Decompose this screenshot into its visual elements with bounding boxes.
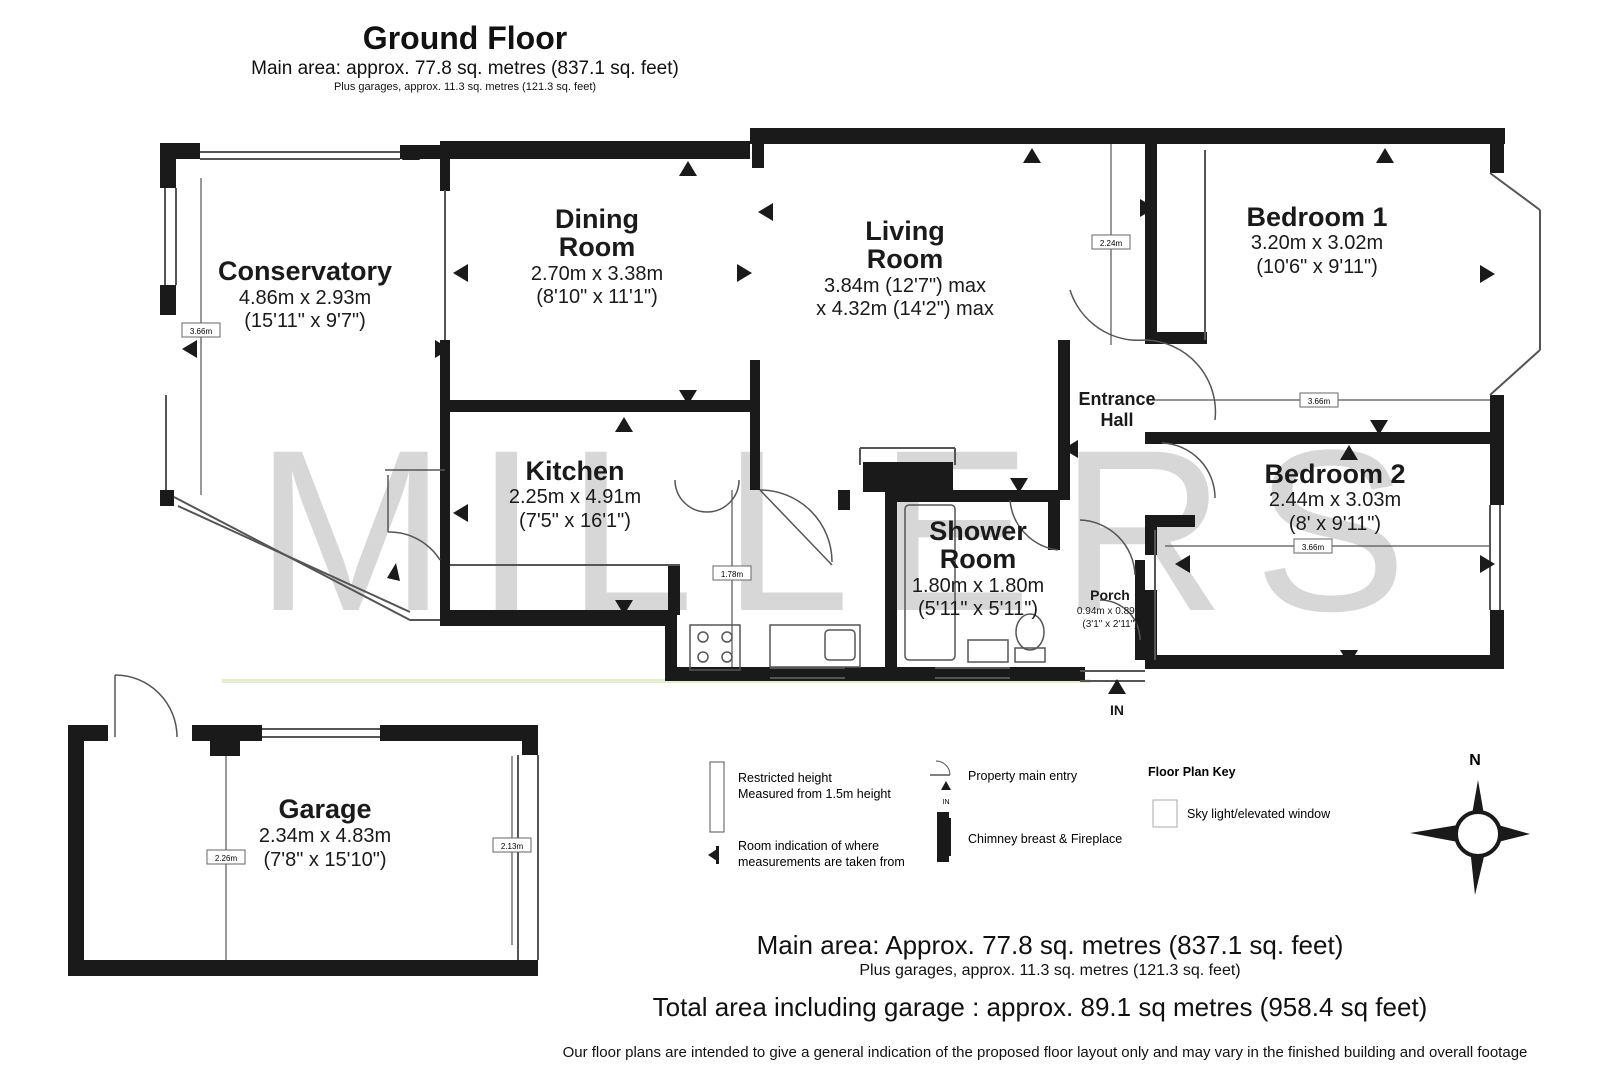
height-tag-living: 2.24m [1100, 239, 1123, 248]
conservatory-metric: 4.86m x 2.93m [239, 287, 371, 309]
disclaimer: Our floor plans are intended to give a g… [562, 1044, 1528, 1061]
kitchen-imperial: (7'5" x 16'1") [519, 510, 631, 532]
key-room-ind-1: Room indication of where [738, 839, 879, 853]
room-labels: Conservatory 4.86m x 2.93m (15'11" x 9'7… [218, 202, 1406, 871]
basin-icon [967, 639, 1009, 663]
fittings [689, 504, 1046, 671]
conservatory-imperial: (15'11" x 9'7") [244, 310, 366, 332]
dining-imperial: (8'10" x 11'1") [536, 286, 658, 308]
key-room-ind-2: measurements are taken from [738, 855, 905, 869]
height-tags: 3.66m 2.24m 3.66m 3.66m 1.78m 2.26m 2.13… [181, 234, 1339, 865]
floor-plan-key: Restricted height Measured from 1.5m hei… [708, 760, 1331, 869]
dining-name-2: Room [559, 232, 636, 262]
bedroom2-imperial: (8' x 9'11") [1289, 513, 1381, 535]
garage-imperial: (7'8" x 15'10") [263, 849, 386, 871]
floor-title: Ground Floor [362, 20, 568, 56]
entry-label: IN [1110, 702, 1124, 718]
garage-metric: 2.34m x 4.83m [259, 825, 391, 847]
living-name-2: Room [867, 244, 944, 274]
porch-imperial: (3'1" x 2'11") [1082, 619, 1137, 630]
key-title: Floor Plan Key [1148, 765, 1236, 779]
toilet-icon [1015, 613, 1045, 651]
key-main-entry: Property main entry [968, 769, 1078, 783]
compass-north-label: N [1469, 752, 1481, 769]
height-tag-garage-left: 2.26m [215, 854, 238, 863]
shower-name-1: Shower [929, 516, 1027, 546]
key-restricted-2: Measured from 1.5m height [738, 787, 891, 801]
bedroom1-name: Bedroom 1 [1246, 202, 1387, 232]
main-area-footer: Main area: Approx. 77.8 sq. metres (837.… [756, 930, 1344, 960]
total-area: Total area including garage : approx. 89… [652, 992, 1428, 1022]
shower-name-2: Room [940, 544, 1017, 574]
main-area-header: Main area: approx. 77.8 sq. metres (837.… [251, 58, 679, 79]
thin-walls [164, 150, 1541, 960]
room-indicator-key-icon [708, 849, 717, 861]
kitchen-name: Kitchen [525, 456, 624, 486]
sink-icon [769, 624, 861, 668]
dining-metric: 2.70m x 3.38m [531, 263, 663, 285]
bedroom1-metric: 3.20m x 3.02m [1251, 232, 1383, 254]
main-entry-key-icon: IN [930, 760, 951, 806]
bedroom2-name: Bedroom 2 [1264, 459, 1405, 489]
key-restricted-1: Restricted height [738, 771, 832, 785]
height-tag-bedroom2: 3.66m [1302, 543, 1325, 552]
bedroom2-metric: 2.44m x 3.03m [1269, 489, 1401, 511]
porch-metric: 0.94m x 0.89m [1077, 606, 1143, 617]
skylight-key-icon [1152, 799, 1178, 828]
garage-area-header: Plus garages, approx. 11.3 sq. metres (1… [333, 81, 597, 93]
shower-imperial: (5'11" x 5'11") [918, 598, 1038, 620]
height-tag-hall: 3.66m [1308, 397, 1331, 406]
height-tag-kitchen: 1.78m [721, 570, 744, 579]
doors [114, 289, 1217, 738]
conservatory-name: Conservatory [218, 256, 392, 286]
living-imperial: x 4.32m (14'2") max [816, 298, 994, 320]
living-metric: 3.84m (12'7") max [824, 275, 986, 297]
restricted-height-key-icon [709, 761, 725, 833]
kitchen-metric: 2.25m x 4.91m [509, 486, 641, 508]
garage-name: Garage [278, 794, 371, 824]
shower-metric: 1.80m x 1.80m [912, 575, 1044, 597]
key-entry-icon-label: IN [943, 799, 950, 806]
height-tag-garage-right: 2.13m [501, 842, 524, 851]
entrance-name-2: Hall [1100, 410, 1133, 430]
dining-name-1: Dining [555, 204, 639, 234]
compass: N [1410, 752, 1530, 895]
height-tag-conservatory: 3.66m [190, 327, 213, 336]
room-indicators [182, 145, 1495, 694]
key-skylight: Sky light/elevated window [1187, 807, 1331, 821]
hob-icon [689, 624, 741, 671]
bedroom1-imperial: (10'6" x 9'11") [1256, 256, 1378, 278]
porch-name: Porch [1090, 587, 1130, 603]
key-chimney: Chimney breast & Fireplace [968, 832, 1122, 846]
living-name-1: Living [865, 216, 945, 246]
chimney-key-icon [937, 812, 951, 862]
garage-area-footer: Plus garages, approx. 11.3 sq. metres (1… [859, 962, 1241, 979]
entrance-name-1: Entrance [1078, 389, 1155, 409]
shower-tray-icon [904, 504, 956, 661]
